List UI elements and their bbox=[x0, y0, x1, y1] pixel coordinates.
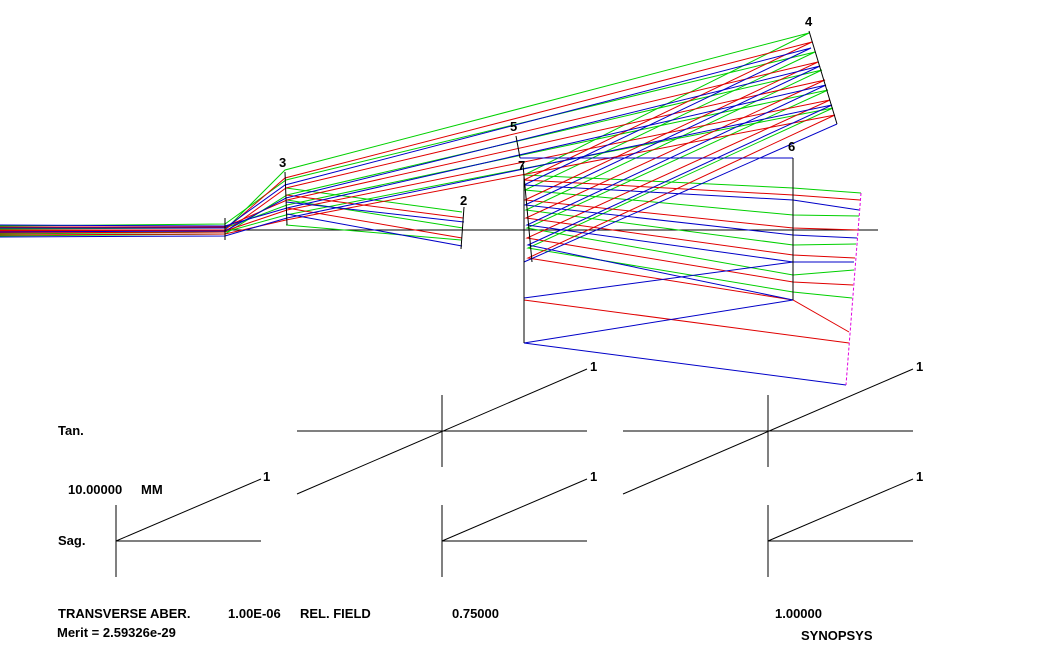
lens-surfaces bbox=[224, 30, 838, 343]
blue-ray-6 bbox=[286, 213, 463, 247]
surface-3 bbox=[284, 171, 288, 226]
scale-unit: MM bbox=[141, 482, 163, 497]
surface-label-5: 5 bbox=[510, 119, 517, 134]
surface-2 bbox=[460, 206, 465, 250]
footer-field-2: 1.00000 bbox=[775, 606, 822, 621]
tan-label: Tan. bbox=[58, 423, 84, 438]
red-ray-7 bbox=[286, 207, 463, 239]
sag-plot-2-curve bbox=[441, 478, 588, 542]
blue-ray-5 bbox=[285, 201, 465, 223]
sag-plot-1-wavelength-label: 1 bbox=[263, 469, 270, 484]
green-ray-8 bbox=[285, 224, 462, 241]
lens-layout-view: 2 3 4 5 6 7 bbox=[0, 14, 878, 386]
ray-bundle-blue bbox=[0, 47, 860, 386]
tan-plot-1-wavelength-label: 1 bbox=[590, 359, 597, 374]
ray-fan-plots: Tan. Sag. 10.00000 MM 1 1 1 bbox=[58, 359, 923, 577]
tan-plot-2-wavelength-label: 1 bbox=[916, 359, 923, 374]
footer-title: TRANSVERSE ABER. bbox=[58, 606, 190, 621]
sag-plot-field-1.0 bbox=[767, 478, 914, 577]
surface-label-3: 3 bbox=[279, 155, 286, 170]
footer-field-1: 0.75000 bbox=[452, 606, 499, 621]
tan-plot-2-curve bbox=[622, 368, 914, 495]
surface-label-4: 4 bbox=[805, 14, 813, 29]
green-ray-4 bbox=[0, 89, 855, 276]
ray-bundle-red bbox=[0, 41, 861, 344]
tan-plot-field-0.75 bbox=[296, 368, 588, 495]
red-ray-5 bbox=[0, 114, 850, 333]
sag-label: Sag. bbox=[58, 533, 85, 548]
footer-merit: Merit = 2.59326e-29 bbox=[57, 625, 176, 640]
sag-plot-3-curve bbox=[767, 478, 914, 542]
red-ray-1 bbox=[0, 41, 861, 231]
surface-label-7: 7 bbox=[518, 158, 525, 173]
surface-5 bbox=[515, 135, 521, 159]
surface-4 bbox=[808, 30, 838, 125]
surface-label-6: 6 bbox=[788, 139, 795, 154]
sag-plot-field-0.75 bbox=[441, 478, 588, 577]
sag-plot-1-curve bbox=[115, 478, 262, 542]
sag-plot-field-0 bbox=[115, 478, 262, 577]
red-ray-8 bbox=[523, 299, 850, 344]
surface-label-2: 2 bbox=[460, 193, 467, 208]
footer-rel-field-label: REL. FIELD bbox=[300, 606, 371, 621]
blue-ray-9 bbox=[523, 261, 794, 299]
red-ray-6 bbox=[285, 194, 464, 219]
scale-value: 10.00000 bbox=[68, 482, 122, 497]
tan-plot-1-curve bbox=[296, 368, 588, 495]
blue-ray-8 bbox=[523, 123, 838, 263]
blue-ray-4 bbox=[0, 104, 847, 386]
blue-ray-1 bbox=[0, 47, 860, 229]
footer-brand: SYNOPSYS bbox=[801, 628, 873, 643]
footer: TRANSVERSE ABER. 1.00E-06 REL. FIELD 0.7… bbox=[57, 606, 873, 643]
green-ray-7 bbox=[286, 199, 464, 229]
green-ray-2 bbox=[0, 51, 860, 227]
footer-tolerance: 1.00E-06 bbox=[228, 606, 281, 621]
image-plane bbox=[845, 192, 862, 386]
red-ray-4 bbox=[0, 99, 854, 286]
tan-plot-field-1.0 bbox=[622, 368, 914, 495]
ray-bundle-green bbox=[0, 32, 862, 299]
sag-plot-2-wavelength-label: 1 bbox=[590, 469, 597, 484]
sag-plot-3-wavelength-label: 1 bbox=[916, 469, 923, 484]
